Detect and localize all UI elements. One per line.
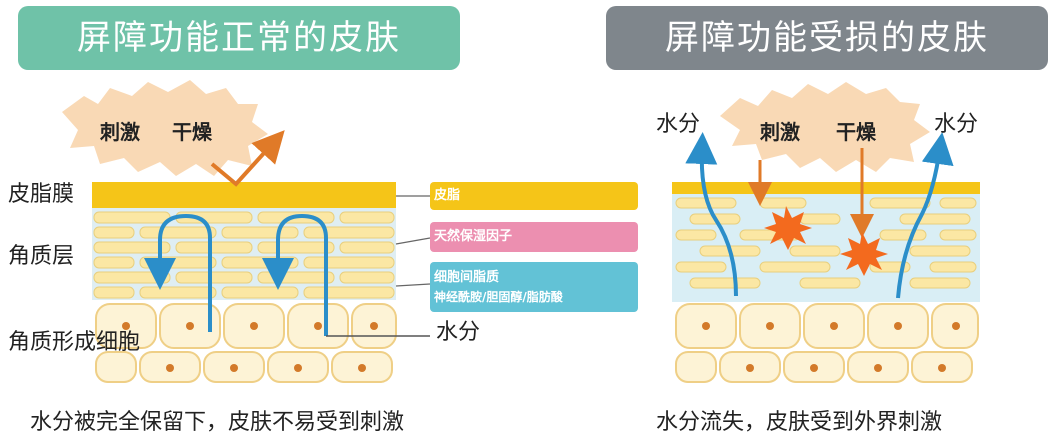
water-retained-arrow-2 xyxy=(262,213,328,336)
caption-damaged: 水分流失，皮肤受到外界刺激 xyxy=(656,410,943,435)
legend-lipid-components: 神经酰胺/胆固醇/脂肪酸 xyxy=(434,290,563,304)
label-sebum-film: 皮脂膜 xyxy=(8,182,75,207)
caption-normal: 水分被完全保留下，皮肤不易受到刺激 xyxy=(30,410,405,435)
label-stratum-corneum: 角质层 xyxy=(8,244,75,269)
legend-connectors xyxy=(395,195,431,287)
label-water-loss-left: 水分 xyxy=(656,112,701,137)
legend-nmf: 天然保湿因子 xyxy=(430,222,638,252)
water-retained-arrow-1 xyxy=(144,213,212,332)
damaged-skin-banner: 屏障功能受损的皮肤 xyxy=(606,6,1048,70)
stimulus-deflect-arrow xyxy=(210,130,285,187)
normal-skin-banner: 屏障功能正常的皮肤 xyxy=(18,6,460,70)
water-loss-arrow-right xyxy=(896,132,954,299)
label-water-left: 水分 xyxy=(436,320,481,345)
stimulus-irritation-left: 刺激 xyxy=(100,120,140,144)
corneocyte-cells-right xyxy=(675,303,979,383)
corneocyte-cells-left xyxy=(95,303,397,383)
stimulus-cloud-right xyxy=(720,82,930,172)
damage-burst-2 xyxy=(840,232,888,276)
legend-sebum: 皮脂 xyxy=(430,182,638,210)
label-corneocytes: 角质形成细胞 xyxy=(8,330,141,355)
damage-burst-1 xyxy=(764,206,812,250)
stimulus-dryness-right: 干燥 xyxy=(836,120,876,144)
legend-lipid: 细胞间脂质 神经酰胺/胆固醇/脂肪酸 xyxy=(430,262,638,312)
label-water-loss-right: 水分 xyxy=(934,112,979,137)
water-loss-arrow-left xyxy=(685,132,738,297)
stratum-corneum-bricks-left xyxy=(92,208,396,300)
stimulus-irritation-right: 刺激 xyxy=(760,120,800,144)
legend-lipid-title: 细胞间脂质 xyxy=(434,270,500,285)
stimulus-cloud-left xyxy=(62,80,268,176)
stimulus-dryness-left: 干燥 xyxy=(172,120,212,144)
sebum-film-layer xyxy=(92,182,396,208)
